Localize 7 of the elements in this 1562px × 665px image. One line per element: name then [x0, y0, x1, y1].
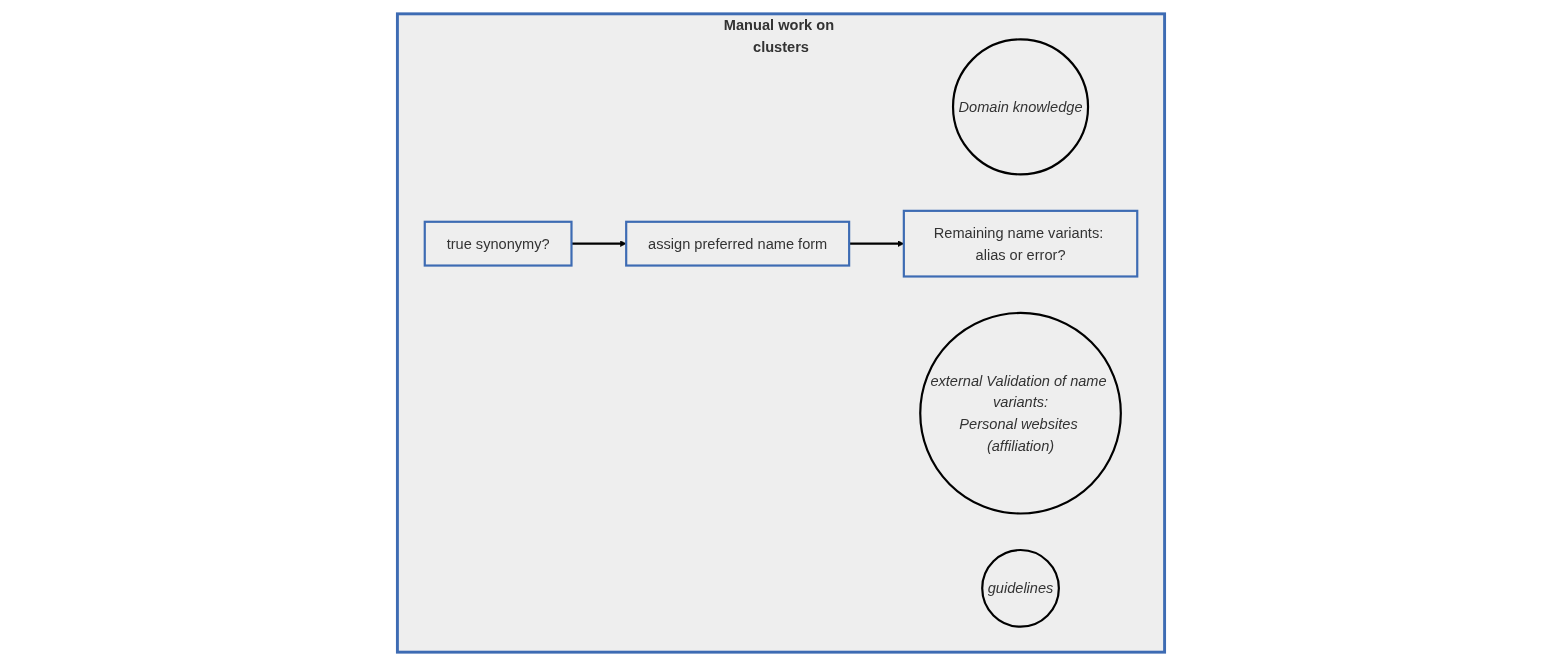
node-circle: external Validation of name variants: Personal websites (affiliation): [919, 311, 1122, 515]
node-box: true synonymy?: [423, 220, 573, 267]
arrow: [571, 239, 627, 247]
node-circle: Domain knowledge: [951, 37, 1090, 175]
node-box: assign preferred name form: [625, 220, 851, 267]
node-circle: guidelines: [981, 548, 1060, 628]
node-box: Remaining name variants: alias or error?: [902, 209, 1139, 278]
